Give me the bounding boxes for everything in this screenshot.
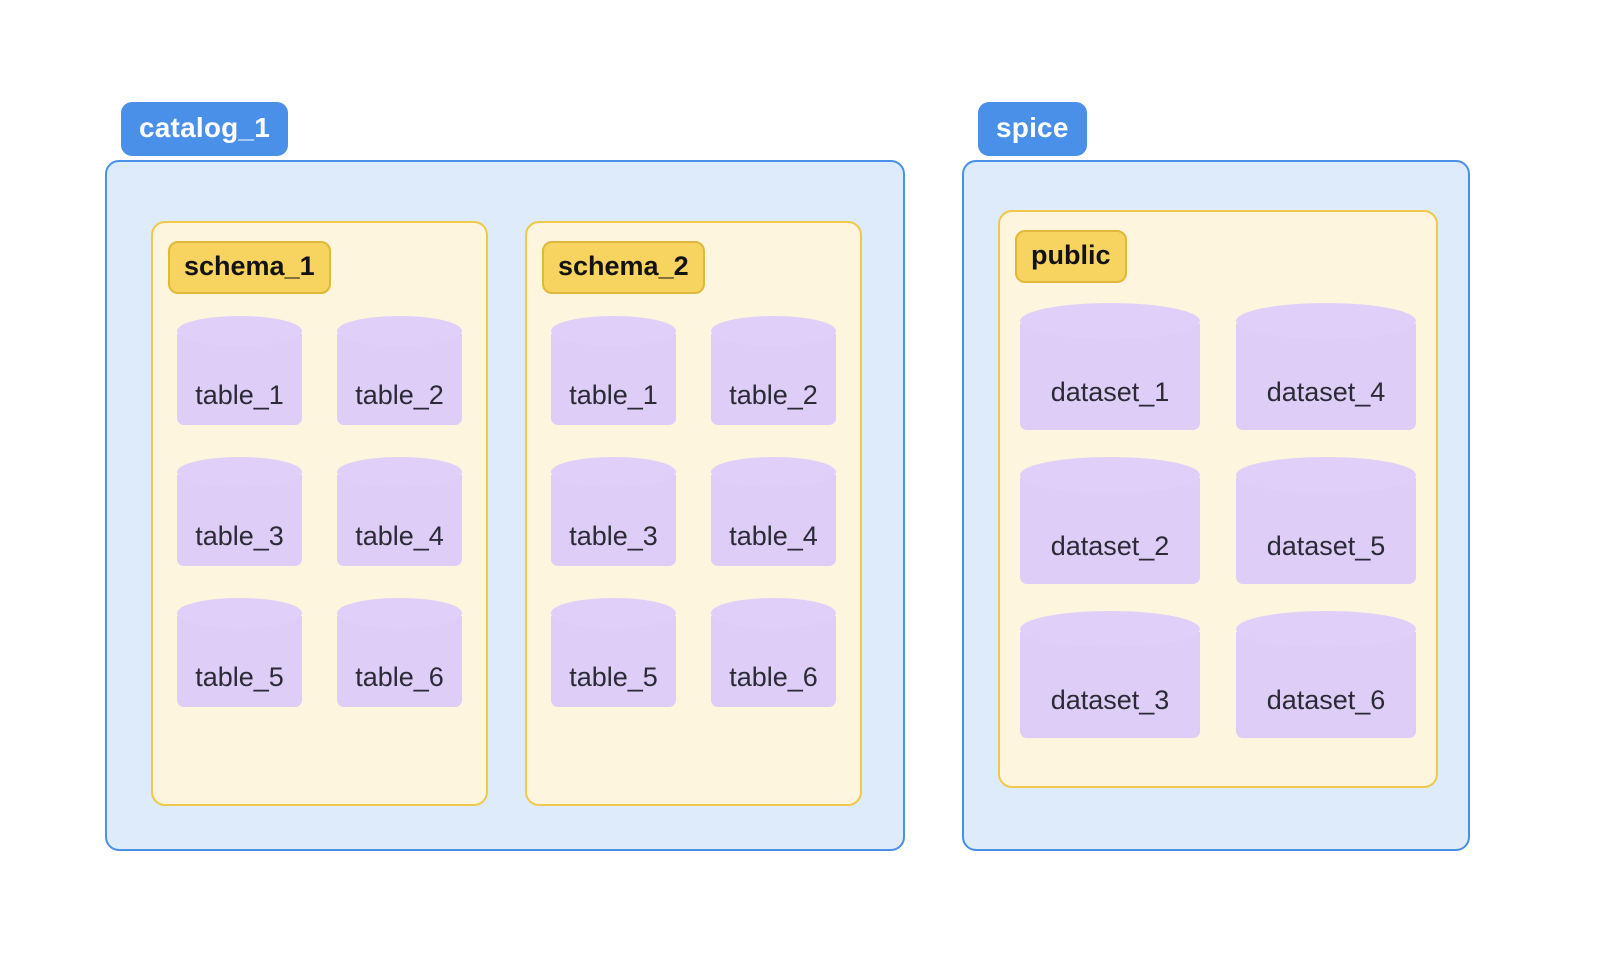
table-cylinder[interactable]: table_6: [711, 598, 836, 707]
cylinder-top-ellipse: [551, 457, 676, 487]
cylinder-body: [337, 334, 462, 425]
object-label: dataset_3: [1050, 685, 1170, 715]
table-cylinder[interactable]: table_5: [177, 598, 302, 707]
schema-panel-public[interactable]: public dataset_1 dataset_4: [998, 210, 1438, 788]
group-badge-spice[interactable]: spice: [978, 102, 1087, 156]
object-grid-public: dataset_1 dataset_4 dataset_2: [1000, 303, 1436, 738]
cylinder-body: [1236, 324, 1416, 430]
table-cylinder[interactable]: table_6: [337, 598, 462, 707]
cylinder-body: [551, 616, 676, 707]
object-label: table_1: [195, 380, 284, 410]
object-label: table_1: [569, 380, 658, 410]
table-cylinder[interactable]: table_3: [551, 457, 676, 566]
cylinder-top-ellipse: [177, 598, 302, 628]
cylinder-body: [711, 475, 836, 566]
table-cylinder[interactable]: table_4: [337, 457, 462, 566]
cylinder-body: [711, 616, 836, 707]
object-label: table_3: [569, 521, 658, 551]
object-label: dataset_2: [1050, 531, 1170, 561]
cylinder-top-ellipse: [711, 598, 836, 628]
schema-badge-schema-1[interactable]: schema_1: [168, 241, 331, 294]
cylinder-top-ellipse: [177, 316, 302, 346]
dataset-cylinder[interactable]: dataset_5: [1236, 457, 1416, 584]
table-cylinder[interactable]: table_5: [551, 598, 676, 707]
table-cylinder[interactable]: table_3: [177, 457, 302, 566]
cylinder-top-ellipse: [337, 457, 462, 487]
cylinder-top-ellipse: [551, 598, 676, 628]
cylinder-top-ellipse: [177, 457, 302, 487]
cylinder-top-ellipse: [711, 316, 836, 346]
cylinder-body: [1236, 478, 1416, 584]
cylinder-top-ellipse: [337, 598, 462, 628]
dataset-cylinder[interactable]: dataset_2: [1020, 457, 1200, 584]
cylinder-top-ellipse: [551, 316, 676, 346]
object-grid-schema-1: table_1 table_2 table_3: [153, 316, 486, 707]
dataset-cylinder[interactable]: dataset_4: [1236, 303, 1416, 430]
cylinder-body: [1020, 632, 1200, 738]
cylinder-body: [177, 475, 302, 566]
object-label: table_2: [729, 380, 818, 410]
object-label: table_6: [355, 662, 444, 692]
cylinder-top-ellipse: [1236, 457, 1416, 493]
cylinder-top-ellipse: [1020, 457, 1200, 493]
cylinder-body: [1020, 478, 1200, 584]
table-cylinder[interactable]: table_1: [177, 316, 302, 425]
cylinder-top-ellipse: [1020, 303, 1200, 339]
dataset-cylinder[interactable]: dataset_6: [1236, 611, 1416, 738]
cylinder-body: [177, 616, 302, 707]
cylinder-body: [711, 334, 836, 425]
schema-list-catalog-1: schema_1 table_1 table_2: [151, 221, 862, 806]
cylinder-top-ellipse: [1020, 611, 1200, 647]
object-label: table_4: [355, 521, 444, 551]
cylinder-body: [337, 616, 462, 707]
object-label: table_4: [729, 521, 818, 551]
object-label: table_5: [195, 662, 284, 692]
object-label: dataset_4: [1266, 377, 1386, 407]
cylinder-body: [551, 334, 676, 425]
object-label: dataset_5: [1266, 531, 1386, 561]
schema-panel-schema-2[interactable]: schema_2 table_1 table_2: [525, 221, 862, 806]
table-cylinder[interactable]: table_4: [711, 457, 836, 566]
schema-badge-schema-2[interactable]: schema_2: [542, 241, 705, 294]
dataset-cylinder[interactable]: dataset_1: [1020, 303, 1200, 430]
object-label: table_2: [355, 380, 444, 410]
object-label: table_5: [569, 662, 658, 692]
cylinder-top-ellipse: [337, 316, 462, 346]
cylinder-body: [337, 475, 462, 566]
dataset-cylinder[interactable]: dataset_3: [1020, 611, 1200, 738]
cylinder-body: [1020, 324, 1200, 430]
group-panel-catalog-1: schema_1 table_1 table_2: [105, 160, 905, 851]
table-cylinder[interactable]: table_2: [337, 316, 462, 425]
cylinder-top-ellipse: [1236, 611, 1416, 647]
table-cylinder[interactable]: table_2: [711, 316, 836, 425]
schema-panel-schema-1[interactable]: schema_1 table_1 table_2: [151, 221, 488, 806]
object-grid-schema-2: table_1 table_2 table_3: [527, 316, 860, 707]
object-label: table_6: [729, 662, 818, 692]
cylinder-body: [177, 334, 302, 425]
object-label: table_3: [195, 521, 284, 551]
cylinder-top-ellipse: [711, 457, 836, 487]
group-badge-catalog-1[interactable]: catalog_1: [121, 102, 288, 156]
schema-badge-public[interactable]: public: [1015, 230, 1127, 283]
schema-list-spice: public dataset_1 dataset_4: [998, 210, 1438, 788]
cylinder-body: [551, 475, 676, 566]
cylinder-top-ellipse: [1236, 303, 1416, 339]
object-label: dataset_1: [1050, 377, 1170, 407]
group-panel-spice: public dataset_1 dataset_4: [962, 160, 1470, 851]
cylinder-body: [1236, 632, 1416, 738]
table-cylinder[interactable]: table_1: [551, 316, 676, 425]
object-label: dataset_6: [1266, 685, 1386, 715]
